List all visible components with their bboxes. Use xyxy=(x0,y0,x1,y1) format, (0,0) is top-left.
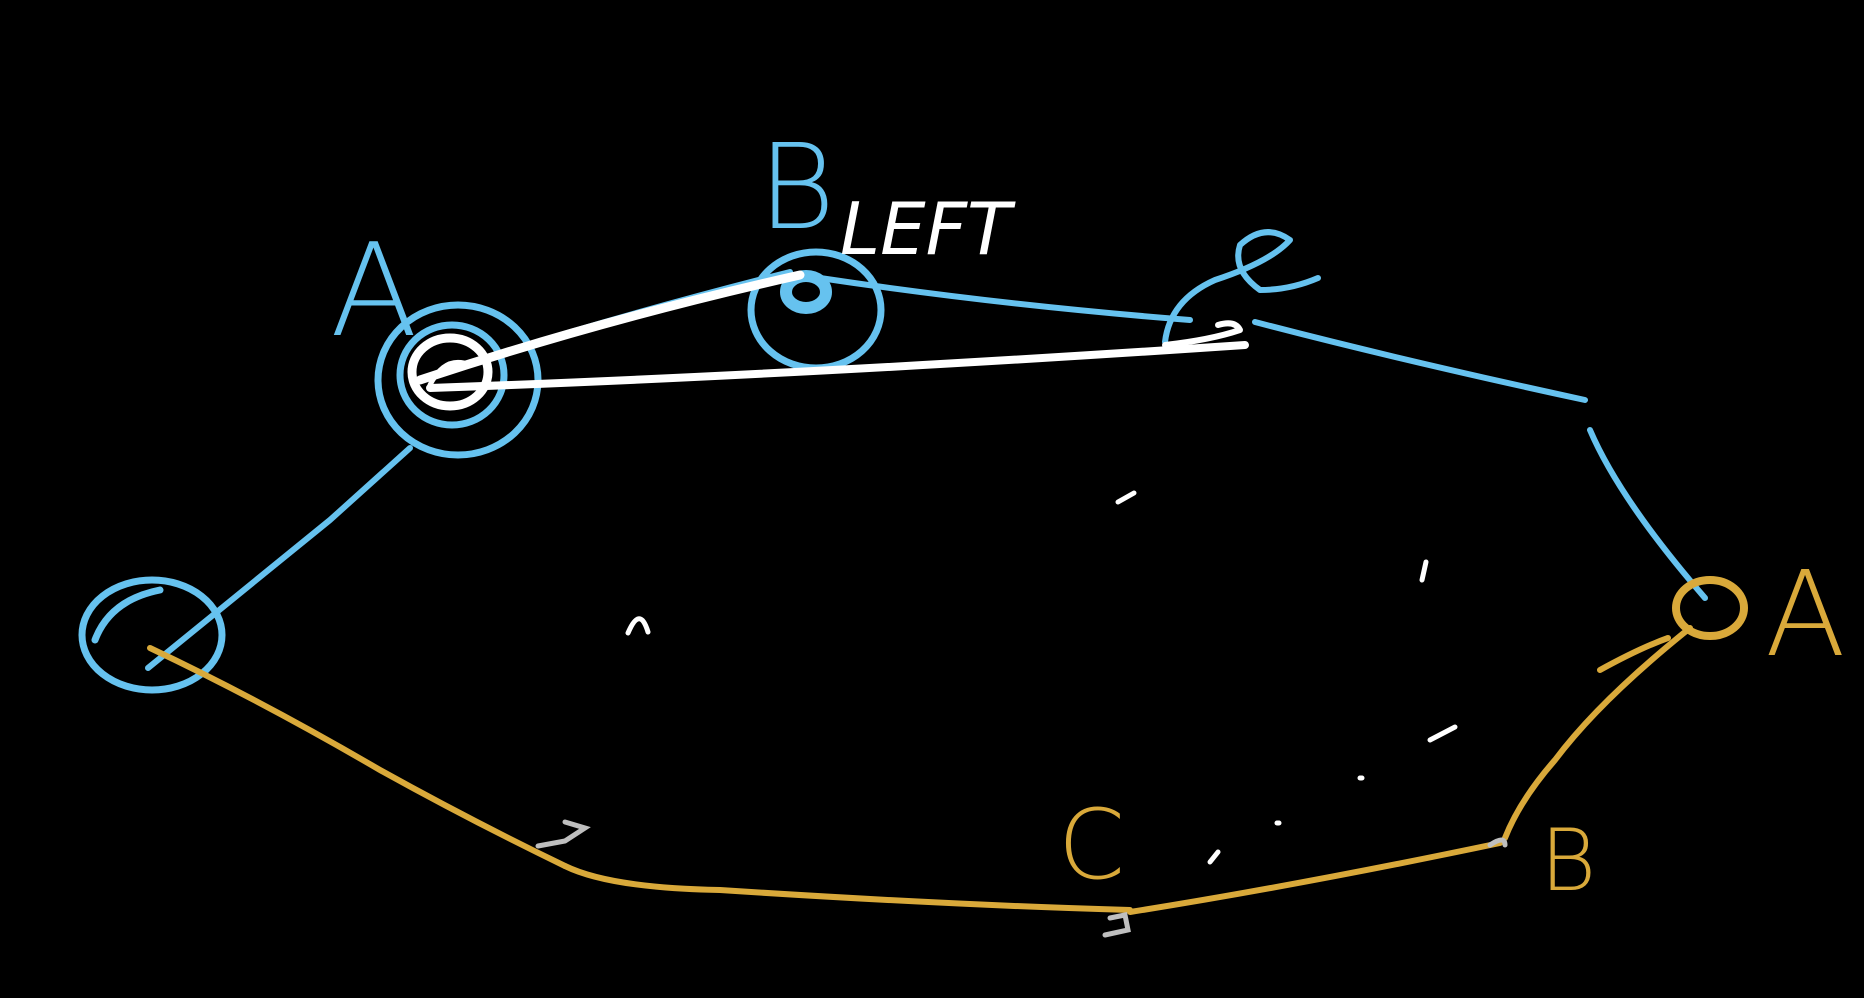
label-bottom-b: B xyxy=(1540,811,1596,911)
node-left-tail xyxy=(91,586,164,644)
mark-2 xyxy=(1419,559,1429,583)
node-b-dot xyxy=(780,270,832,314)
gold-a-dash xyxy=(1597,635,1671,673)
grey-marks xyxy=(535,819,1508,938)
gold-edge-mid-to-c xyxy=(562,863,1133,913)
gold-edge-c-to-b xyxy=(1127,840,1503,915)
white-c-tip xyxy=(1162,320,1243,348)
gold-path xyxy=(147,576,1748,915)
blue-edge-right-to-a xyxy=(1587,427,1708,601)
grey-mark-b xyxy=(1487,837,1508,848)
gold-edge-left-to-mid xyxy=(147,645,568,869)
blue-edge-b-to-c xyxy=(817,275,1193,323)
label-bottom-c: C xyxy=(1058,789,1125,901)
labels: A B LEFT A B C xyxy=(330,118,1846,911)
grey-mark-mid xyxy=(535,819,591,849)
white-edge-a-to-c xyxy=(426,341,1249,392)
white-node-a-scribble xyxy=(407,333,493,411)
node-left-circle xyxy=(78,576,226,694)
mark-1 xyxy=(1115,490,1137,505)
gold-edge-b-to-a xyxy=(1502,625,1693,841)
mark-7 xyxy=(1207,849,1221,865)
gold-node-a-circle xyxy=(1672,576,1748,640)
label-top-a: A xyxy=(330,217,418,366)
blue-c-hook xyxy=(1162,229,1321,345)
blue-edge-c-to-right xyxy=(1252,319,1588,403)
blue-edge-left-to-a xyxy=(145,445,413,671)
white-node-a-mark xyxy=(427,360,473,388)
label-top-b: B xyxy=(758,118,835,256)
mark-4 xyxy=(1427,724,1458,743)
label-bottom-a: A xyxy=(1765,545,1846,683)
white-triangle xyxy=(407,270,1249,411)
label-left: LEFT xyxy=(840,187,1016,271)
mark-3 xyxy=(625,616,651,636)
node-a-inner-circle xyxy=(396,321,508,429)
grey-mark-c xyxy=(1102,912,1131,938)
white-marks xyxy=(625,490,1458,865)
